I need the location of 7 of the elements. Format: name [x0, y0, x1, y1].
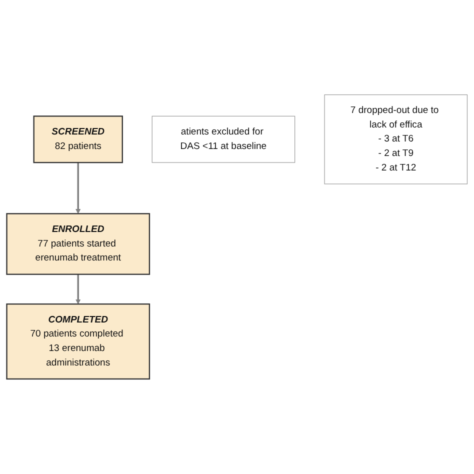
node-box: COMPLETED 70 patients completed 13 erenumab administrations [6, 304, 150, 380]
node-box: atients excluded for DAS <11 at baseline [152, 116, 296, 163]
node-box: SCREENED 82 patients [33, 116, 123, 164]
node-box: 7 dropped-out due to lack of effica - 3 at T6 - 2 at T9 - 2 at T12 [324, 94, 468, 184]
arrow [76, 162, 81, 214]
arrow [76, 274, 81, 304]
node-box: ENROLLED 77 patients started erenumab treatment [6, 213, 150, 276]
